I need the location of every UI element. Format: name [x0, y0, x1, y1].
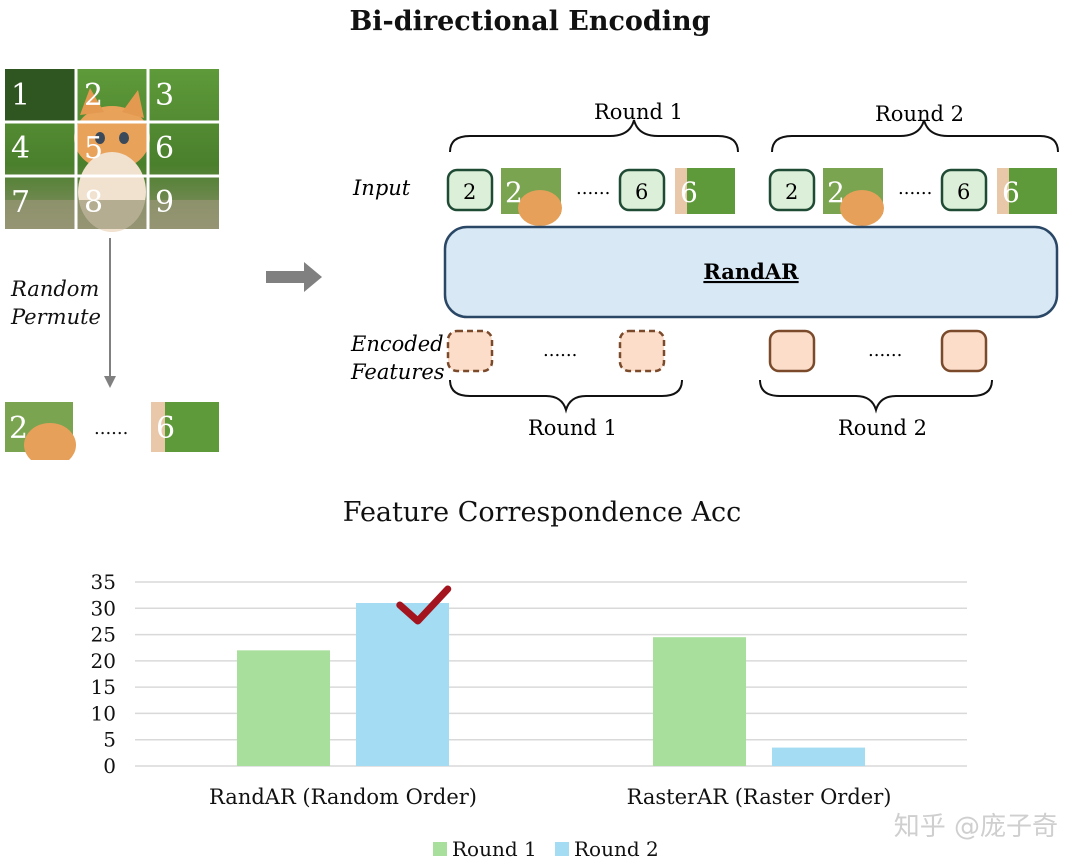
grid-label: 9 — [155, 185, 174, 220]
svg-text:2: 2 — [827, 176, 845, 209]
svg-text:2: 2 — [9, 411, 28, 446]
input-token-label: 6 — [957, 180, 970, 204]
feature-ellipsis: ...... — [868, 340, 902, 361]
brace-top-round2 — [771, 119, 1059, 153]
permuted-token-2: 2 — [5, 402, 76, 460]
input-token-box — [940, 168, 988, 212]
x-category-label: RandAR (Random Order) — [209, 785, 477, 809]
brace-top-round1 — [449, 119, 739, 153]
legend-label: Round 2 — [574, 837, 659, 861]
randar-diagram: Round 1 Round 2 Input 2 2 ...... 6 6 2 2… — [350, 100, 1059, 440]
legend-label: Round 1 — [452, 837, 537, 861]
cat-image — [5, 69, 219, 232]
svg-text:Permute: Permute — [10, 305, 101, 329]
grid-label: 2 — [84, 78, 103, 113]
input-token-box — [446, 168, 494, 212]
svg-text:2: 2 — [505, 176, 523, 209]
encoded-feature-box — [618, 329, 666, 373]
input-ellipsis: ...... — [898, 178, 932, 199]
x-category-label: RasterAR (Raster Order) — [627, 785, 892, 809]
feature-ellipsis: ...... — [543, 340, 577, 361]
bar — [356, 603, 449, 766]
bar — [772, 747, 865, 766]
grid-label: 4 — [11, 131, 30, 166]
permuted-ellipsis: ...... — [94, 418, 128, 439]
input-patch-6: 6 — [997, 168, 1057, 214]
input-token-box — [618, 168, 666, 212]
svg-text:6: 6 — [156, 411, 175, 446]
svg-text:6: 6 — [680, 176, 698, 209]
image-permutation-panel: 1 2 3 4 5 6 7 8 9 Random Permute 2 .....… — [5, 69, 219, 460]
svg-text:Random: Random — [10, 277, 99, 301]
grid-label: 8 — [84, 185, 103, 220]
grid-lines — [5, 69, 219, 229]
diagram-title: Bi-directional Encoding — [349, 6, 711, 37]
input-token-label: 2 — [463, 180, 476, 204]
input-patch-2: 2 — [823, 168, 884, 226]
bar — [237, 650, 330, 766]
encoded-feature-box — [768, 329, 816, 373]
y-tick-label: 30 — [91, 596, 116, 620]
top-round1-label: Round 1 — [594, 100, 683, 124]
checkmark-icon — [396, 585, 452, 625]
encoded-label-line2: Features — [350, 360, 445, 384]
watermark: 知乎 @庞子奇 — [893, 812, 1058, 842]
grid-label: 7 — [11, 185, 30, 220]
permute-label: Random Permute — [10, 277, 101, 329]
input-ellipsis: ...... — [576, 178, 610, 199]
randar-model-label: RandAR — [703, 259, 799, 284]
y-tick-label: 20 — [91, 649, 116, 673]
input-patch-6: 6 — [675, 168, 735, 214]
y-tick-label: 0 — [103, 754, 116, 778]
chart-title: Feature Correspondence Acc — [342, 497, 742, 528]
input-token-label: 6 — [635, 180, 648, 204]
top-round2-label: Round 2 — [875, 102, 964, 126]
bottom-round1-label: Round 1 — [528, 416, 617, 440]
y-tick-label: 5 — [103, 728, 116, 752]
bar — [653, 637, 746, 766]
encoded-feature-box — [940, 329, 988, 373]
y-tick-label: 35 — [91, 570, 116, 594]
permute-arrow — [104, 238, 116, 388]
svg-text:6: 6 — [1002, 176, 1020, 209]
flow-arrow-icon — [266, 262, 322, 292]
bottom-round2-label: Round 2 — [838, 416, 927, 440]
input-token-box — [768, 168, 816, 212]
input-token-label: 2 — [785, 180, 798, 204]
y-tick-label: 10 — [91, 701, 116, 725]
input-patch-2: 2 — [501, 168, 562, 226]
legend-swatch — [555, 842, 569, 856]
encoded-label-line1: Encoded — [350, 332, 444, 356]
brace-bottom-round1 — [449, 379, 683, 414]
y-tick-label: 15 — [91, 675, 116, 699]
grid-label: 6 — [155, 131, 174, 166]
y-tick-label: 25 — [91, 623, 116, 647]
grid-numbers: 1 2 3 4 5 6 7 8 9 — [11, 78, 174, 220]
grid-label: 3 — [155, 78, 174, 113]
encoded-feature-box — [446, 329, 494, 373]
legend-swatch — [433, 842, 447, 856]
permuted-token-6: 6 — [151, 402, 219, 452]
grid-label: 5 — [84, 131, 103, 166]
randar-model-box — [443, 225, 1059, 319]
grid-label: 1 — [11, 78, 30, 113]
input-label: Input — [352, 176, 411, 200]
brace-bottom-round2 — [759, 379, 993, 414]
